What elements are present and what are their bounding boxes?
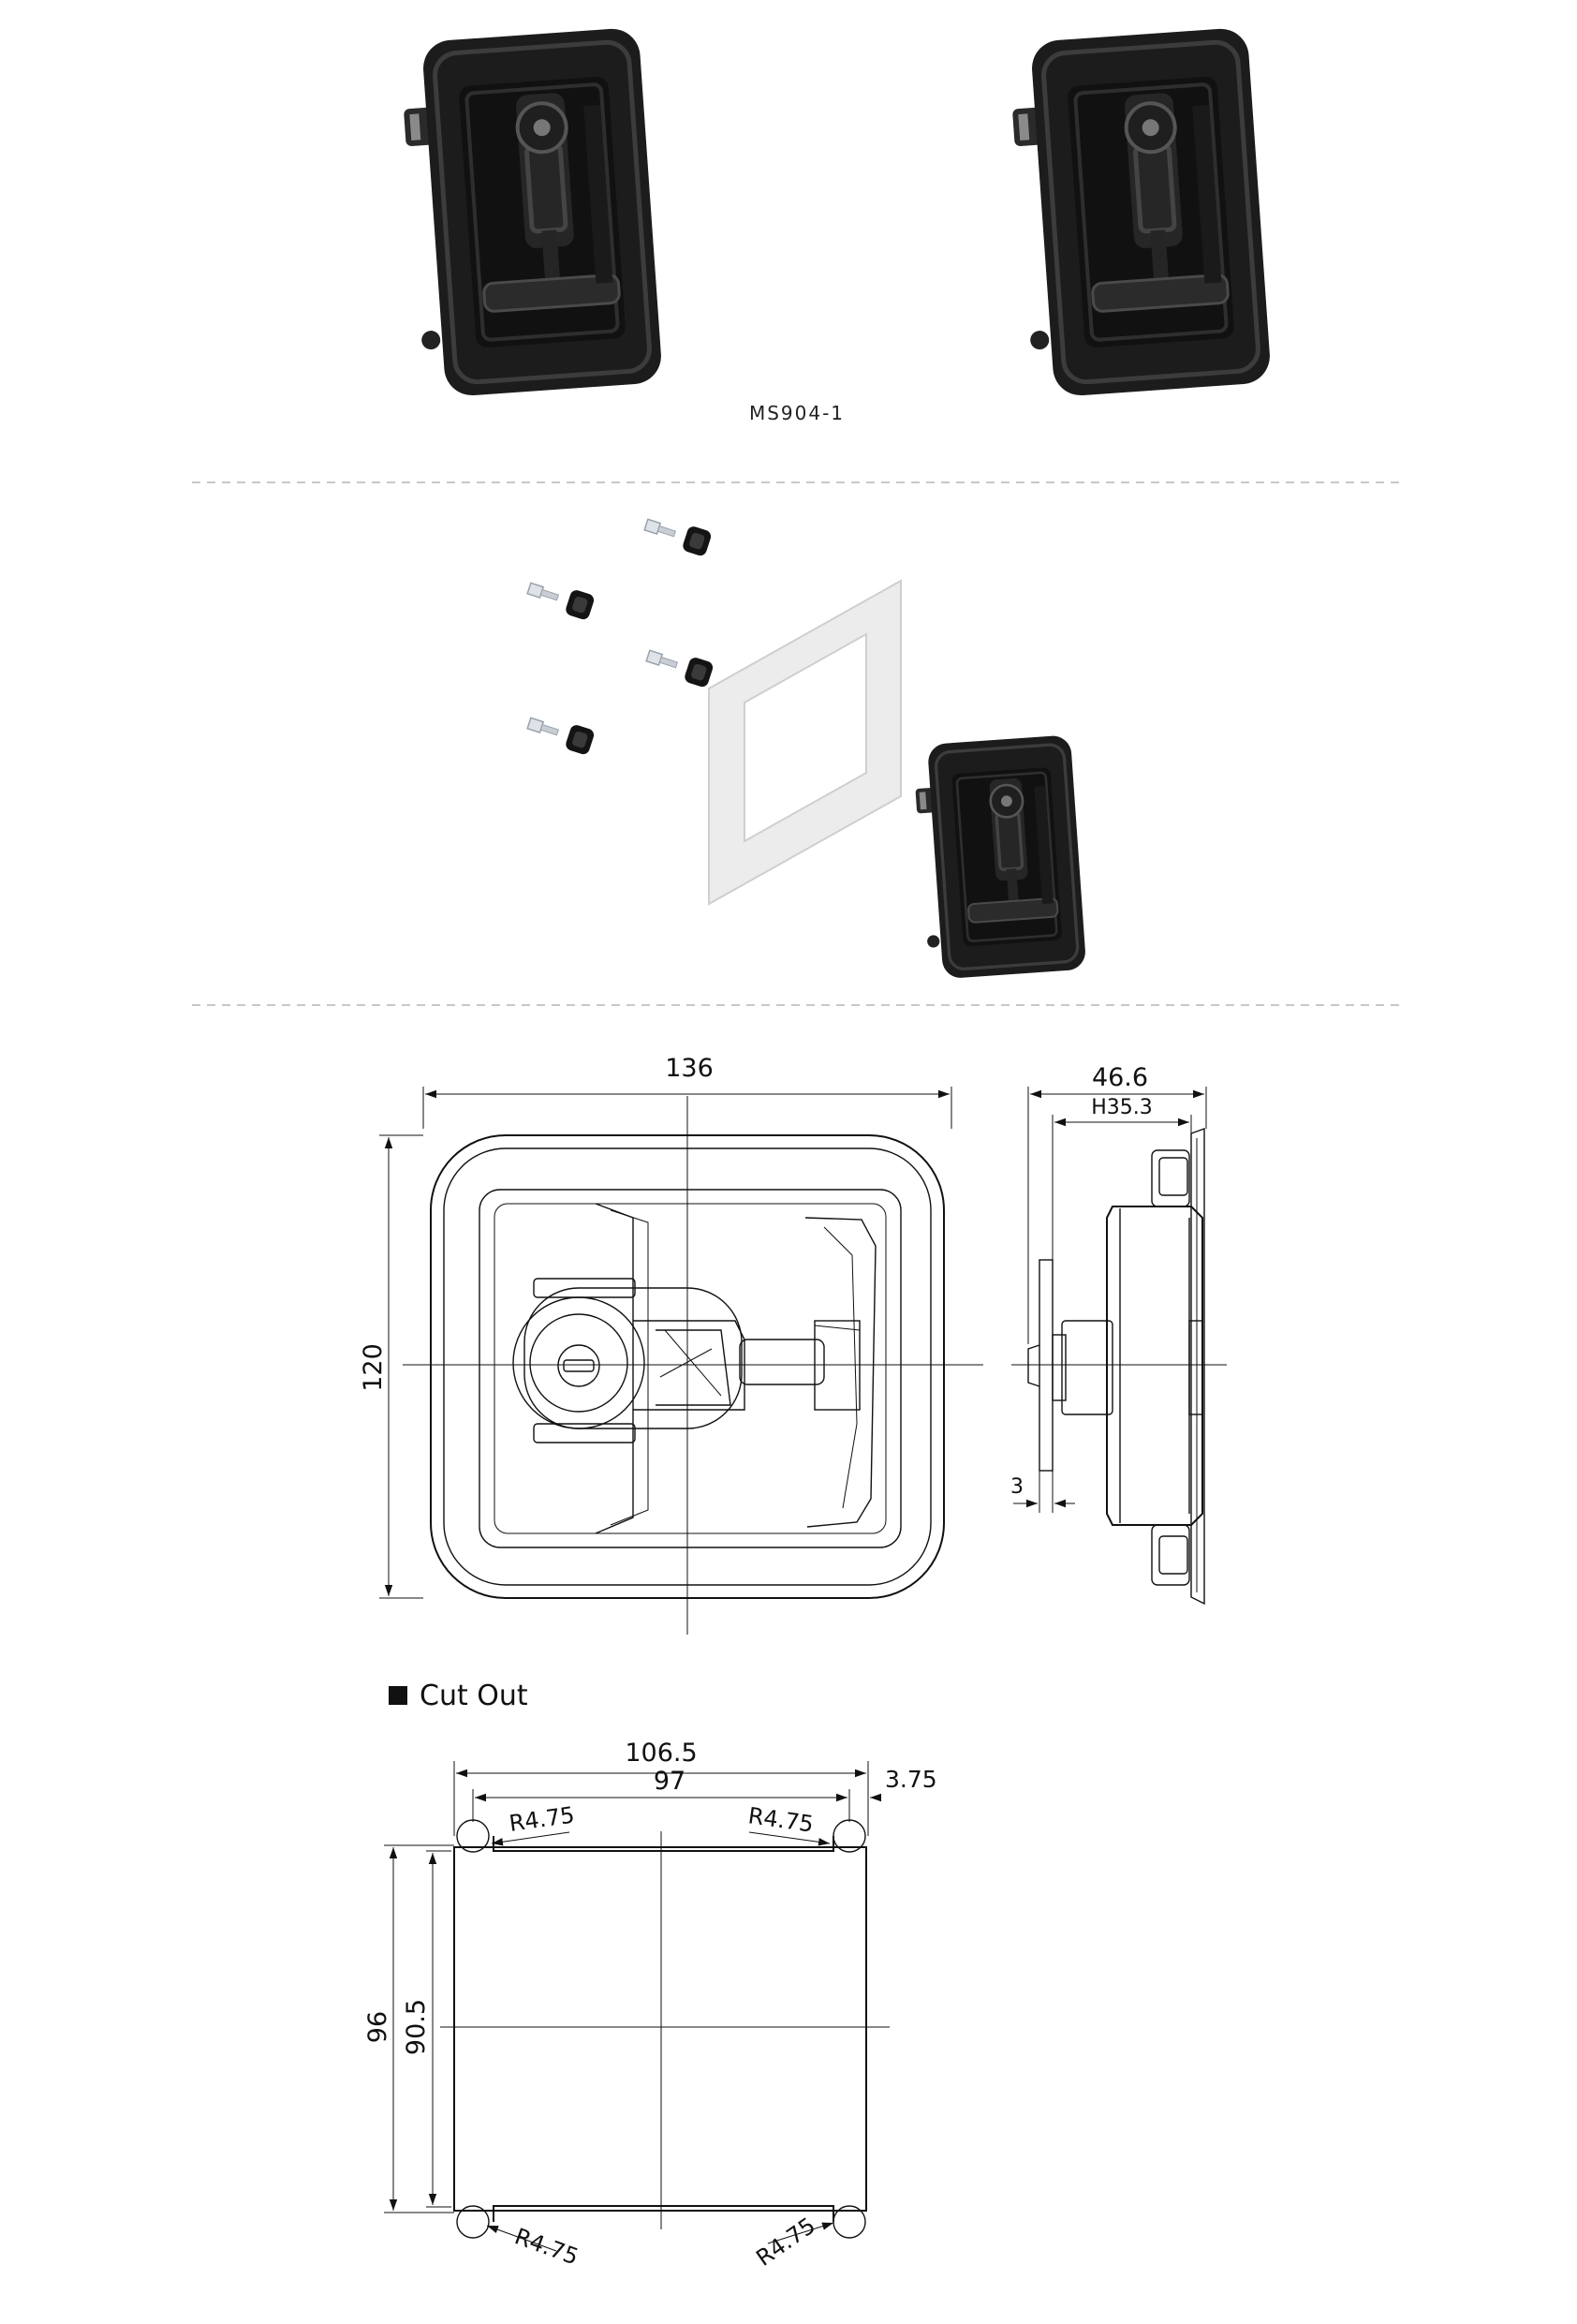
radius-bottom-left: R4.75: [511, 2223, 582, 2270]
mounting-screw: [523, 709, 597, 757]
cut-out-drawing: 106.5 97 3.75 R4.75 R4.75 R4.75 R4.75 96…: [363, 1739, 937, 2272]
cut-out-bullet: [389, 1686, 407, 1705]
latch-exploded: [910, 733, 1088, 982]
radius-top-right: R4.75: [746, 1802, 815, 1837]
cut-out-corner-offset: 3.75: [885, 1766, 937, 1793]
front-view-drawing: 136 120: [359, 1054, 983, 1635]
product-photo-left: [399, 27, 663, 399]
model-number: MS904-1: [749, 402, 845, 424]
mounting-screw: [641, 511, 714, 558]
mounting-screw: [642, 642, 715, 689]
exploded-assembly: [523, 511, 1088, 982]
cut-out-inner-height: 90.5: [402, 1999, 431, 2055]
gasket: [708, 579, 902, 906]
handle-height-dimension: H35.3: [1091, 1096, 1153, 1119]
cut-out-outer-height: 96: [363, 2011, 392, 2043]
height-dimension: 120: [359, 1343, 388, 1392]
mounting-screw: [523, 574, 597, 622]
product-photo-right: [1008, 27, 1272, 399]
plate-thickness-dimension: 3: [1010, 1475, 1024, 1499]
cut-out-inner-width: 97: [654, 1767, 685, 1796]
side-view-drawing: 46.6 H35.3 3: [1010, 1063, 1227, 1606]
cut-out-title: Cut Out: [420, 1680, 528, 1712]
depth-dimension: 46.6: [1092, 1063, 1148, 1092]
width-dimension: 136: [665, 1054, 714, 1083]
radius-bottom-right: R4.75: [751, 2213, 820, 2272]
radius-top-left: R4.75: [508, 1801, 576, 1836]
cut-out-outer-width: 106.5: [625, 1739, 697, 1768]
